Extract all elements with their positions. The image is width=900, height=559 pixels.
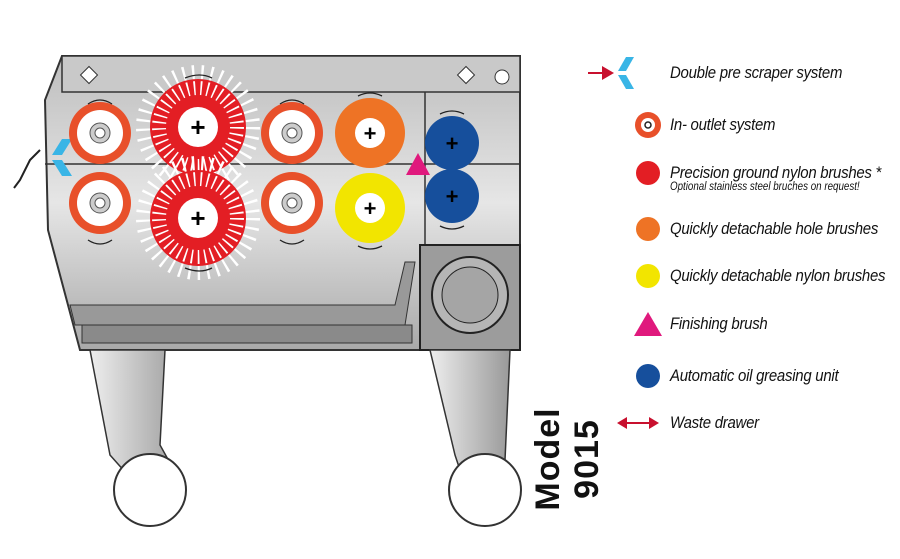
nylon-brush-red: + [136,156,260,280]
nylon-brush-yellow: + [335,173,405,243]
double-arrow-icon [617,417,659,429]
svg-text:+: + [190,112,205,142]
in-outlet-roller [261,172,323,234]
blue-circle-icon [636,364,660,388]
rotation-arrows [87,74,465,272]
in-outlet-roller [69,102,131,164]
in-outlet-roller [261,102,323,164]
in-outlet-icon [635,112,661,138]
finishing-brush [406,153,430,175]
svg-text:+: + [364,121,377,146]
yellow-circle-icon [636,264,660,288]
model-label: Model 9015 [529,407,606,511]
pink-triangle-icon [634,312,662,336]
right-leg [429,349,522,527]
red-circle-icon [636,161,660,185]
double-pre-scraper [13,139,72,189]
svg-text:+: + [446,184,459,209]
double-pre-scraper-icon [588,57,634,89]
svg-text:+: + [364,196,377,221]
in-outlet-roller [69,172,131,234]
left-leg [89,349,187,527]
nylon-brush-red: + [136,65,260,189]
oil-greasing-unit: + [425,116,479,170]
oil-greasing-unit: + [425,169,479,223]
motor-unit [419,244,521,351]
hole-brush-orange: + [335,98,405,168]
svg-text:+: + [190,203,205,233]
orange-circle-icon [636,217,660,241]
svg-text:+: + [446,131,459,156]
machine-diagram: + + + + + + [13,55,522,527]
